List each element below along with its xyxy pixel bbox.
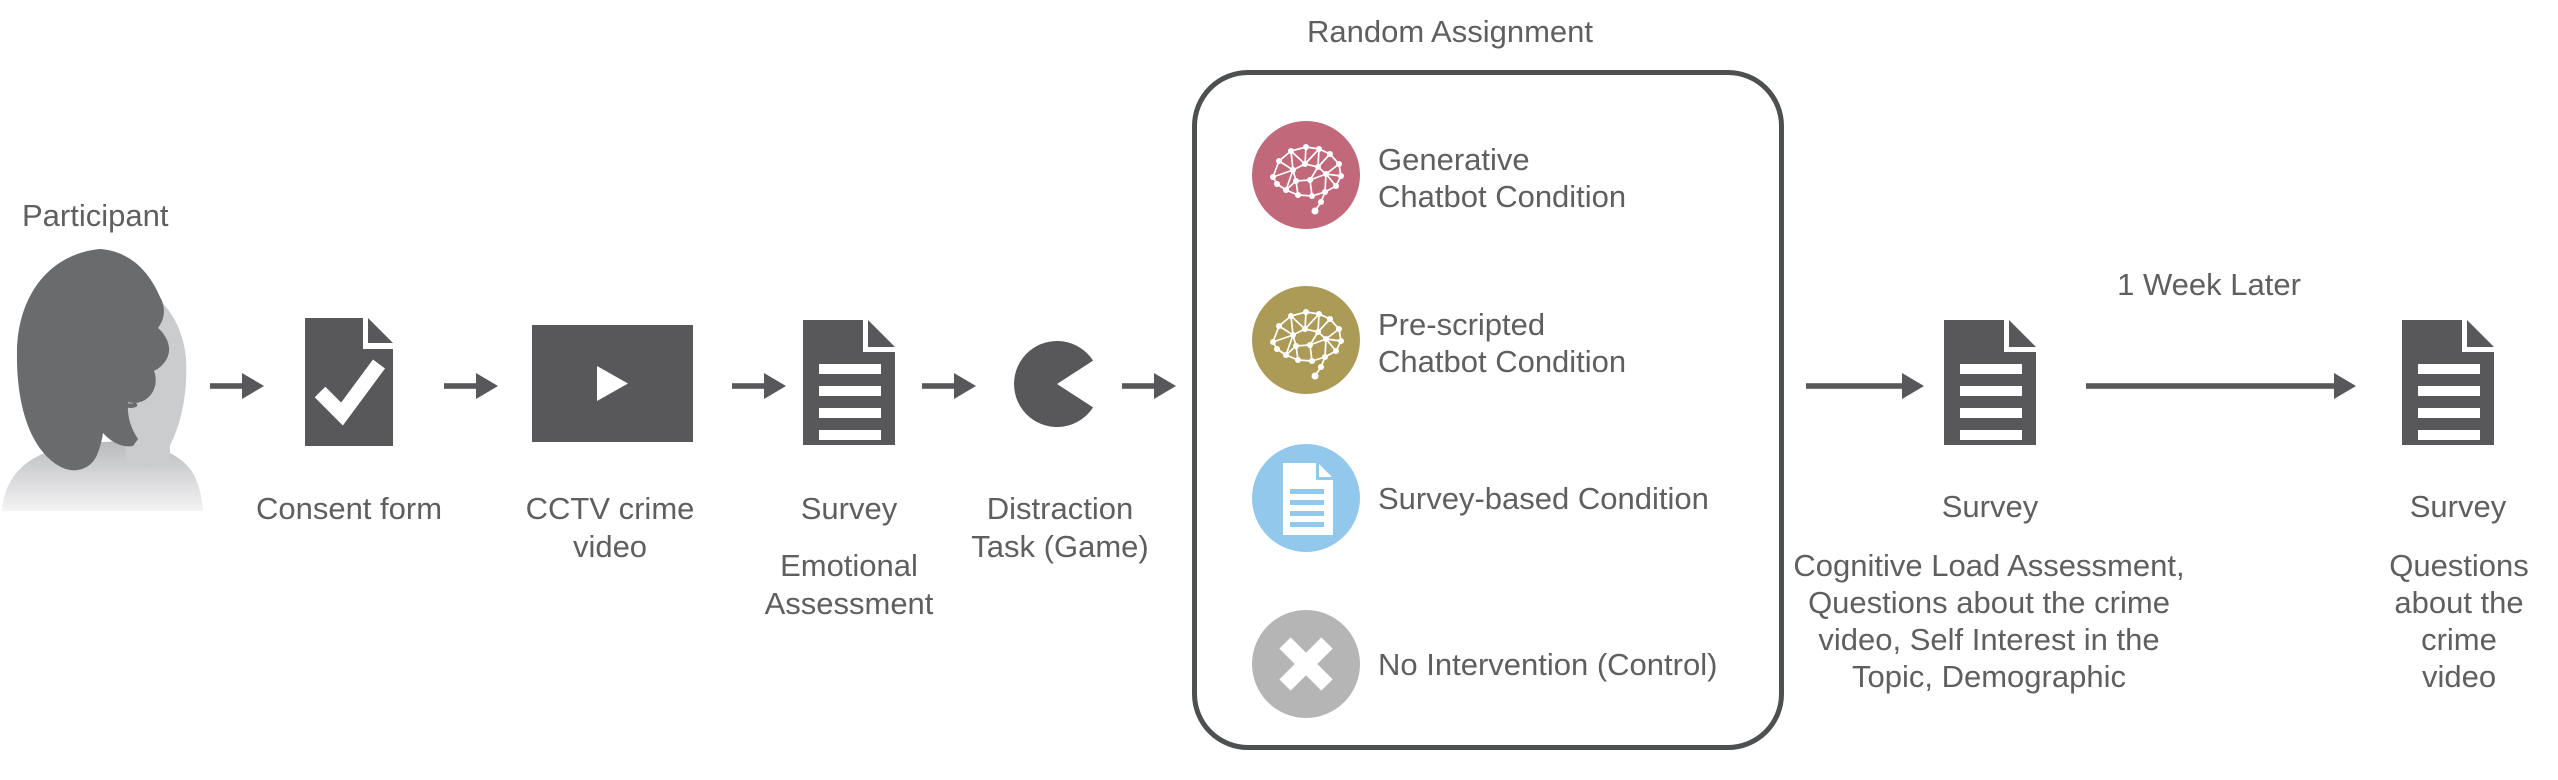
x-mark-icon <box>1252 610 1360 718</box>
condition-row-control: No Intervention (Control) <box>1252 610 1782 718</box>
condition-label: No Intervention (Control) <box>1378 647 1718 682</box>
pacman-game-icon <box>1014 341 1094 427</box>
condition-row-survey-based: Survey-based Condition <box>1252 444 1782 552</box>
consent-form-icon <box>305 318 393 446</box>
distraction-task-label: Distraction Task (Game) <box>971 491 1149 564</box>
survey-document-icon <box>2402 320 2494 445</box>
flow-arrow-icon <box>1122 373 1176 399</box>
brain-network-icon <box>1252 286 1360 394</box>
survey2-sublabel: Cognitive Load Assessment, Questions abo… <box>1793 548 2185 694</box>
condition-row-generative: Generative Chatbot Condition <box>1252 121 1782 229</box>
survey-document-icon <box>1252 444 1360 552</box>
video-label: CCTV crime video <box>525 491 695 564</box>
random-assignment-title: Random Assignment <box>1306 14 1594 49</box>
survey3-sublabel: Questions about the crime video <box>2389 548 2529 694</box>
condition-row-prescripted: Pre-scripted Chatbot Condition <box>1252 286 1782 394</box>
flow-arrow-icon <box>1806 373 1924 399</box>
flow-arrow-icon <box>444 373 498 399</box>
condition-label: Generative Chatbot Condition <box>1378 142 1627 214</box>
brain-network-icon <box>1252 121 1360 229</box>
consent-form-label: Consent form <box>255 491 443 526</box>
survey1-label: Survey <box>800 491 898 526</box>
participant-icon <box>2 249 203 511</box>
condition-label: Survey-based Condition <box>1378 481 1709 516</box>
week-later-label: 1 Week Later <box>2117 267 2301 302</box>
survey3-label: Survey <box>2409 489 2507 524</box>
survey2-label: Survey <box>1941 489 2039 524</box>
video-player-icon <box>532 325 693 442</box>
survey1-sublabel: Emotional Assessment <box>764 548 934 621</box>
survey-document-icon <box>1944 320 2036 445</box>
condition-label: Pre-scripted Chatbot Condition <box>1378 307 1627 379</box>
participant-label: Participant <box>22 198 169 233</box>
flow-arrow-icon <box>732 373 786 399</box>
flow-arrow-icon <box>210 373 264 399</box>
survey-document-icon <box>803 320 895 445</box>
flow-arrow-icon <box>922 373 976 399</box>
random-assignment-box <box>1192 70 1784 750</box>
flow-arrow-icon <box>2086 373 2356 399</box>
